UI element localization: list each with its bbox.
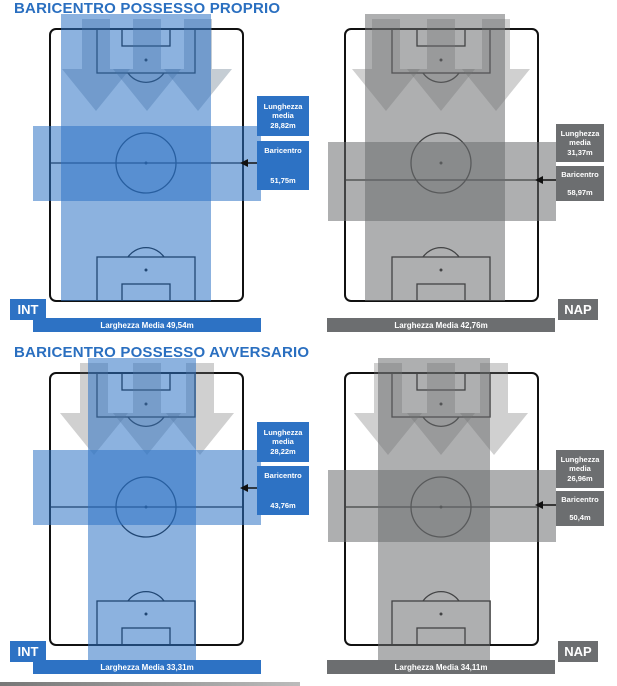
length-value: 31,37m [567, 148, 593, 157]
baricentro-arrowhead [535, 176, 543, 184]
baricentro-arrowhead [240, 484, 248, 492]
width-label-bar: Larghezza Media 33,31m [33, 660, 261, 674]
pitch-diagram [328, 14, 604, 302]
baricentro-info-box: Baricentro 51,75m [257, 141, 309, 190]
baricentro-value: 50,4m [569, 513, 591, 522]
team-badge: NAP [558, 299, 598, 320]
length-title: Lunghezza media [263, 428, 303, 446]
team-badge: NAP [558, 641, 598, 662]
baricentro-title: Baricentro [561, 495, 599, 504]
length-title: Lunghezza media [560, 455, 600, 473]
width-label-bar: Larghezza Media 34,11m [327, 660, 555, 674]
team-badge: INT [10, 641, 46, 662]
length-band [33, 126, 261, 201]
pitch-panel-nap-own: Lunghezza media 31,37m Baricentro 58,97m… [300, 14, 617, 336]
length-band [328, 470, 556, 542]
length-band [33, 450, 261, 525]
baricentro-value: 51,75m [270, 176, 296, 185]
baricentro-arrowhead [535, 501, 543, 509]
length-title: Lunghezza media [560, 129, 600, 147]
baricentro-info-box: Baricentro 58,97m [556, 166, 604, 201]
baricentro-value: 43,76m [270, 501, 296, 510]
bottom-decorative-strip [0, 682, 300, 686]
length-value: 26,96m [567, 474, 593, 483]
section-title-opponent-possession: BARICENTRO POSSESSO AVVERSARIO [14, 344, 310, 361]
pitch-diagram [328, 358, 604, 660]
baricentro-title: Baricentro [264, 471, 302, 480]
width-label-bar: Larghezza Media 49,54m [33, 318, 261, 332]
length-info-box: Lunghezza media 28,22m [257, 422, 309, 462]
section-title-own-possession: BARICENTRO POSSESSO PROPRIO [14, 0, 281, 17]
baricentro-arrowhead [240, 159, 248, 167]
pitch-panel-int-own: Lunghezza media 28,82m Baricentro 51,75m… [0, 14, 310, 336]
pitch-diagram [33, 358, 304, 660]
pitch-panel-int-opponent: Lunghezza media 28,22m Baricentro 43,76m… [0, 358, 310, 682]
baricentro-title: Baricentro [561, 170, 599, 179]
baricentro-info-box: Baricentro 50,4m [556, 491, 604, 526]
baricentro-title: Baricentro [264, 146, 302, 155]
team-badge: INT [10, 299, 46, 320]
length-value: 28,82m [270, 121, 296, 130]
length-band [328, 142, 556, 221]
length-info-box: Lunghezza media 26,96m [556, 450, 604, 488]
pitch-panel-nap-opponent: Lunghezza media 26,96m Baricentro 50,4m … [300, 358, 617, 682]
baricentro-value: 58,97m [567, 188, 593, 197]
pitch-diagram [33, 14, 304, 302]
length-title: Lunghezza media [263, 102, 303, 120]
length-info-box: Lunghezza media 28,82m [257, 96, 309, 136]
length-info-box: Lunghezza media 31,37m [556, 124, 604, 162]
baricentro-info-box: Baricentro 43,76m [257, 466, 309, 515]
length-value: 28,22m [270, 447, 296, 456]
width-label-bar: Larghezza Media 42,76m [327, 318, 555, 332]
